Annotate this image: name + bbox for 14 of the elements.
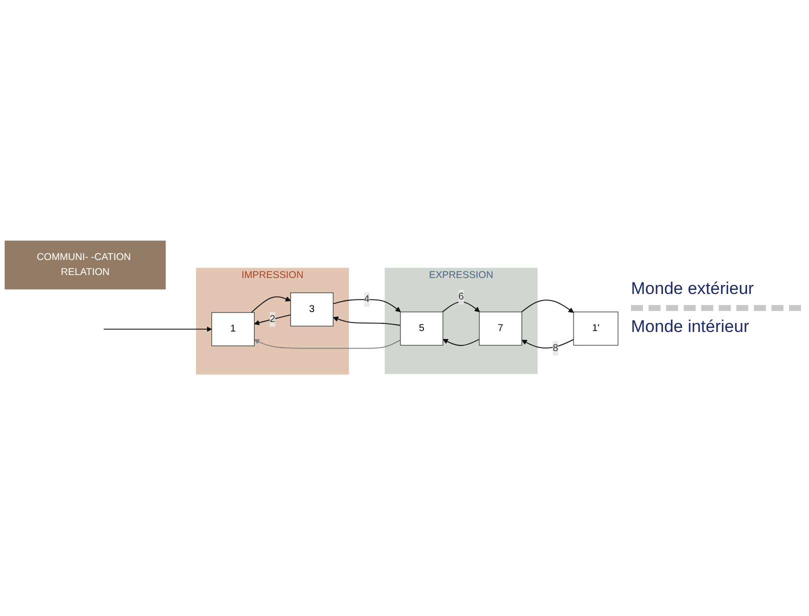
number-box: 1' bbox=[573, 312, 618, 346]
band-title: EXPRESSION bbox=[429, 270, 494, 281]
number-box: 1 bbox=[211, 312, 255, 347]
band-region: COMMUNI- -CATION RELATION bbox=[4, 241, 166, 290]
number-box: 3 bbox=[290, 292, 334, 327]
region-label: Monde extérieur bbox=[631, 279, 755, 299]
edge-label: 8 bbox=[552, 341, 558, 356]
edge-label: 2 bbox=[270, 312, 276, 328]
band-title: IMPRESSION bbox=[241, 270, 304, 281]
edge-label: 6 bbox=[458, 290, 464, 305]
number-box: 7 bbox=[478, 312, 522, 346]
edge-label: 4 bbox=[364, 292, 370, 308]
region-label: Monde intérieur bbox=[631, 317, 750, 337]
number-box: 5 bbox=[400, 312, 444, 346]
